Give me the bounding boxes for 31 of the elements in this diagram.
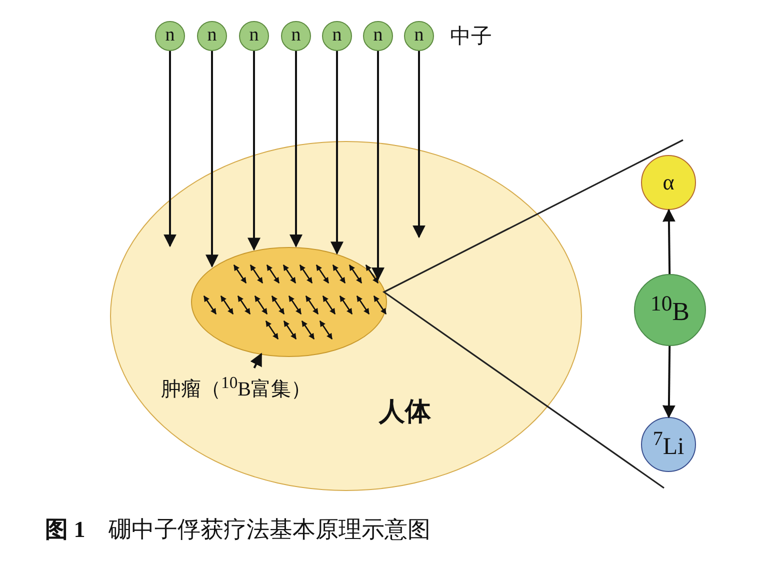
arrow [164, 51, 176, 248]
arrow [250, 352, 262, 368]
particle-symbol: $^{10}$B [650, 291, 690, 328]
neutron-circle [322, 21, 352, 51]
tumor-label: 肿瘤（$^{10}$B富集） [161, 372, 311, 403]
particle-symbol: n [291, 24, 301, 47]
arrow [662, 208, 676, 274]
neutron-circle [239, 21, 269, 51]
body-label: 人体 [379, 396, 431, 429]
arrow [330, 51, 344, 255]
particle-symbol: n [165, 24, 175, 47]
arrow [372, 51, 384, 281]
neutron-circle [363, 21, 393, 51]
particle-symbol: α [662, 168, 674, 195]
figure-caption: 图 1 硼中子俘获疗法基本原理示意图 [45, 516, 430, 544]
neutron-circle [197, 21, 227, 51]
neutron-circle [281, 21, 311, 51]
particle-symbol: n [207, 24, 217, 47]
arrow [248, 51, 260, 251]
neutron-circle [404, 21, 434, 51]
particle-symbol: n [414, 24, 424, 47]
arrow [290, 51, 302, 248]
arrow [206, 51, 218, 268]
arrow [412, 51, 426, 238]
particle-symbol: $^{7}$Li [652, 427, 684, 460]
arrow [662, 346, 676, 418]
neutron-circle [155, 21, 185, 51]
particle-symbol: n [249, 24, 259, 47]
particle-symbol: n [373, 24, 383, 47]
particle-symbol: n [332, 24, 342, 47]
neutron-label: 中子 [450, 23, 492, 50]
